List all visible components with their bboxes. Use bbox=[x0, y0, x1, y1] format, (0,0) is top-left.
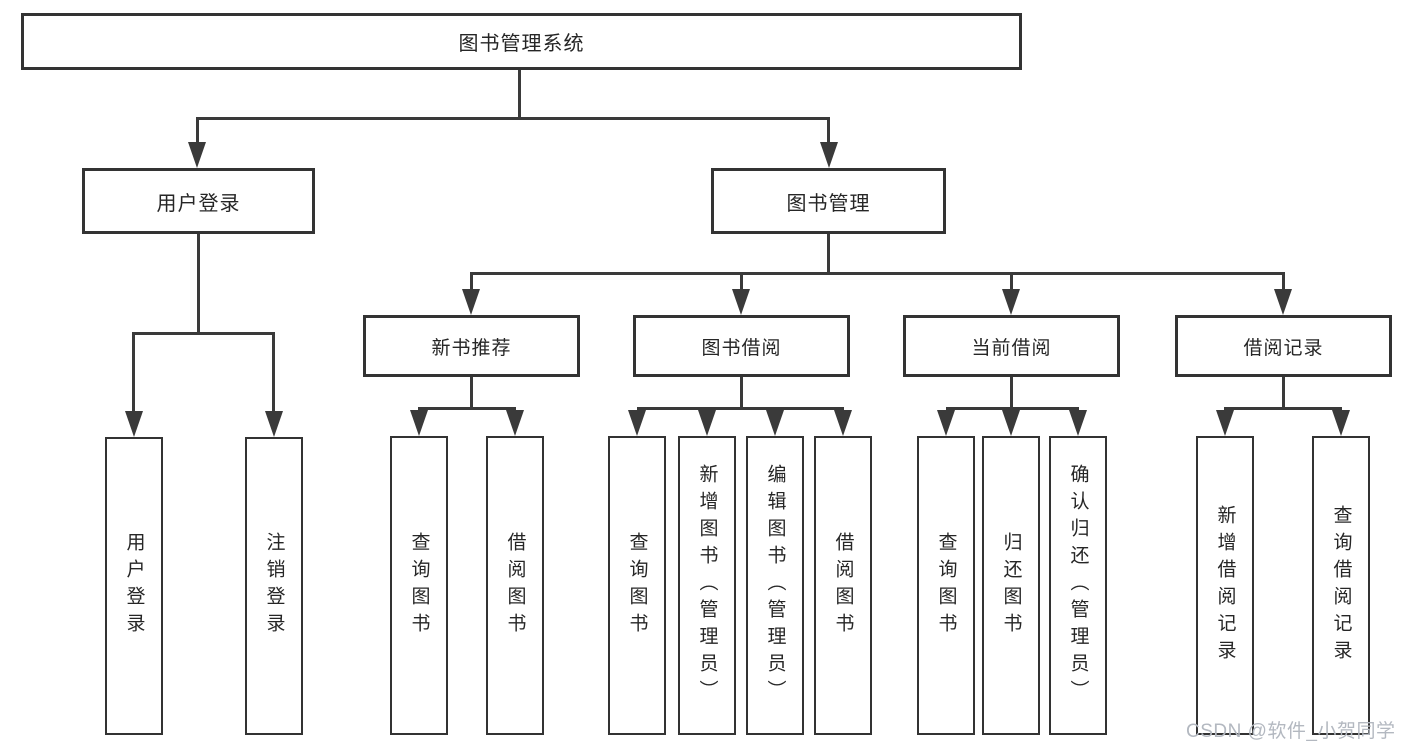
node-label: 查询图书 bbox=[408, 531, 430, 640]
node-label: 图书管理 bbox=[786, 192, 871, 215]
arrow-down-icon bbox=[1002, 410, 1020, 436]
arrow-down-icon bbox=[820, 142, 838, 168]
arrow-down-icon bbox=[766, 410, 784, 436]
node-leaf-query-books: 查询图书 bbox=[390, 436, 448, 735]
arrow-down-icon bbox=[732, 289, 750, 315]
arrow-down-icon bbox=[1332, 410, 1350, 436]
connector-vline bbox=[197, 234, 200, 335]
arrow-down-icon bbox=[265, 411, 283, 437]
node-leaf-borrow-books: 借阅图书 bbox=[814, 436, 872, 735]
node-label: 查询借阅记录 bbox=[1330, 504, 1352, 667]
node-leaf-return-books: 归还图书 bbox=[982, 436, 1040, 735]
connector-vline bbox=[1010, 272, 1013, 294]
connector-vline bbox=[196, 117, 199, 147]
connector-vline bbox=[470, 272, 473, 294]
arrow-down-icon bbox=[125, 411, 143, 437]
connector-vline bbox=[740, 272, 743, 294]
node-label: 查询图书 bbox=[935, 531, 957, 640]
arrow-down-icon bbox=[1002, 289, 1020, 315]
arrow-down-icon bbox=[1069, 410, 1087, 436]
connector-vline bbox=[1282, 377, 1285, 410]
node-label: 确认归还（管理员） bbox=[1067, 464, 1089, 707]
arrow-down-icon bbox=[506, 410, 524, 436]
node-label: 用户登录 bbox=[123, 532, 145, 640]
node-book-management: 图书管理 bbox=[711, 168, 946, 234]
node-label: 借阅图书 bbox=[832, 531, 854, 640]
node-leaf-confirm-return-admin: 确认归还（管理员） bbox=[1049, 436, 1107, 735]
node-user-login: 用户登录 bbox=[82, 168, 315, 234]
node-leaf-query-borrow-record: 查询借阅记录 bbox=[1312, 436, 1370, 735]
connector-hline bbox=[637, 407, 844, 410]
node-leaf-add-books-admin: 新增图书（管理员） bbox=[678, 436, 736, 735]
node-label: 当前借阅 bbox=[971, 337, 1052, 359]
arrow-down-icon bbox=[834, 410, 852, 436]
connector-vline bbox=[827, 117, 830, 147]
node-label: 新增借阅记录 bbox=[1214, 504, 1236, 667]
node-label: 新书推荐 bbox=[431, 337, 512, 359]
arrow-down-icon bbox=[188, 142, 206, 168]
node-label: 用户登录 bbox=[156, 192, 241, 215]
connector-vline bbox=[470, 377, 473, 410]
node-leaf-query-books: 查询图书 bbox=[608, 436, 666, 735]
arrow-down-icon bbox=[462, 289, 480, 315]
connector-hline bbox=[1224, 407, 1342, 410]
node-leaf-query-books: 查询图书 bbox=[917, 436, 975, 735]
arrow-down-icon bbox=[1216, 410, 1234, 436]
arrow-down-icon bbox=[628, 410, 646, 436]
node-label: 查询图书 bbox=[626, 531, 648, 640]
node-label: 归还图书 bbox=[1000, 531, 1022, 640]
connector-hline bbox=[418, 407, 516, 410]
arrow-down-icon bbox=[410, 410, 428, 436]
node-leaf-borrow-books: 借阅图书 bbox=[486, 436, 544, 735]
node-book-borrowing: 图书借阅 bbox=[633, 315, 850, 377]
node-library-management-system: 图书管理系统 bbox=[21, 13, 1022, 70]
node-label: 编辑图书（管理员） bbox=[764, 464, 786, 707]
connector-vline bbox=[518, 70, 521, 120]
node-current-borrowing: 当前借阅 bbox=[903, 315, 1120, 377]
connector-vline bbox=[827, 234, 830, 275]
node-label: 图书管理系统 bbox=[458, 33, 585, 55]
node-label: 借阅记录 bbox=[1243, 337, 1324, 359]
node-borrowing-records: 借阅记录 bbox=[1175, 315, 1392, 377]
connector-vline bbox=[1282, 272, 1285, 294]
node-label: 借阅图书 bbox=[504, 531, 526, 640]
connector-vline bbox=[1010, 377, 1013, 410]
node-leaf-add-borrow-record: 新增借阅记录 bbox=[1196, 436, 1254, 735]
node-label: 注销登录 bbox=[263, 532, 285, 640]
node-label: 图书借阅 bbox=[701, 337, 782, 359]
node-leaf-logout: 注销登录 bbox=[245, 437, 303, 735]
node-leaf-edit-books-admin: 编辑图书（管理员） bbox=[746, 436, 804, 735]
connector-hline bbox=[470, 272, 1285, 275]
node-label: 新增图书（管理员） bbox=[696, 464, 718, 707]
connector-hline bbox=[133, 332, 275, 335]
connector-hline bbox=[196, 117, 830, 120]
connector-vline bbox=[272, 332, 275, 414]
node-leaf-user-login: 用户登录 bbox=[105, 437, 163, 735]
connector-vline bbox=[740, 377, 743, 410]
arrow-down-icon bbox=[1274, 289, 1292, 315]
arrow-down-icon bbox=[937, 410, 955, 436]
node-new-book-recommendation: 新书推荐 bbox=[363, 315, 580, 377]
connector-vline bbox=[132, 332, 135, 414]
arrow-down-icon bbox=[698, 410, 716, 436]
csdn-watermark: CSDN @软件_小贺同学 bbox=[1186, 721, 1396, 742]
connector-hline bbox=[946, 407, 1079, 410]
